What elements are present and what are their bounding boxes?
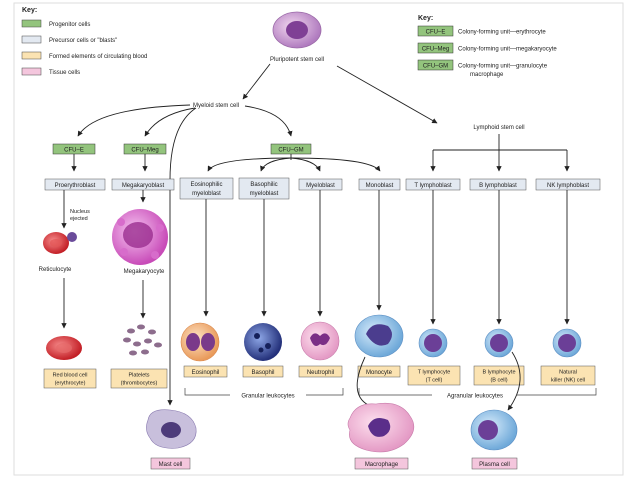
cfu-e-label: CFU–E — [64, 148, 84, 154]
neutrophil-icon — [300, 321, 340, 361]
neutrophil-label: Neutrophil — [307, 370, 334, 376]
cfu-gm-label: CFU–GM — [278, 148, 303, 154]
nk-cell-label-1: Natural — [559, 370, 577, 376]
t-lymphocyte-icon — [418, 328, 448, 358]
t-lymphocyte-label-2: (T cell) — [426, 378, 443, 384]
plasma-cell-label: Plasma cell — [479, 462, 510, 468]
blast-row: Proerythroblast Megakaryoblast Eosinophi… — [44, 177, 601, 200]
t-lymphoblast-label: T lymphoblast — [414, 183, 452, 189]
nk-cell-label-2: killer (NK) cell — [551, 378, 585, 384]
key-swatch-progenitor — [21, 19, 42, 28]
key-label-precursor: Precursor cells or "blasts" — [49, 38, 117, 44]
platelets-label-1: Platelets — [128, 373, 149, 379]
key-right-title: Key: — [418, 15, 433, 22]
key-desc-cfu-gm-2: macrophage — [470, 72, 504, 78]
pluripotent-label: Pluripotent stem cell — [270, 57, 324, 63]
key-abbr-cfu-e: CFU–E — [426, 30, 446, 36]
agranular-label: Agranular leukocytes — [447, 394, 503, 400]
b-lymphoblast-label: B lymphoblast — [479, 183, 517, 189]
eosinophil-label: Eosinophil — [192, 370, 220, 376]
myeloid-label: Myeloid stem cell — [193, 103, 239, 109]
key-abbr-cfu-meg: CFU–Meg — [422, 47, 449, 53]
lymphoid-label: Lymphoid stem cell — [473, 125, 524, 131]
eosinophilic-label-2: myeloblast — [192, 191, 221, 197]
key-left: Key: Progenitor cells Precursor cells or… — [21, 7, 147, 76]
basophil-label: Basophil — [251, 370, 274, 376]
key-swatch-precursor — [21, 35, 42, 44]
granular-bracket: Granular leukocytes — [184, 388, 344, 400]
key-left-title: Key: — [22, 7, 37, 14]
key-box-cfu-e — [417, 25, 454, 37]
platelets-label-2: (thrombocytes) — [121, 381, 158, 387]
arrow-myeloid-mast — [167, 107, 197, 406]
arrow-pluripotent-lymphoid — [336, 65, 438, 124]
key-box-cfu-gm — [417, 59, 454, 71]
plasma-cell-icon — [470, 409, 518, 451]
proerythroblast-label: Proerythroblast — [55, 183, 96, 189]
b-lymphocyte-label-2: (B cell) — [490, 378, 507, 384]
diagram-frame — [13, 2, 624, 476]
key-swatch-formed — [21, 51, 42, 60]
key-abbr-cfu-gm: CFU–GM — [423, 64, 448, 70]
basophilic-label-1: Basophilic — [250, 182, 277, 188]
mast-cell-icon — [146, 409, 197, 449]
macrophage-icon — [347, 402, 415, 453]
arrow-myeloid-cfu-gm — [244, 105, 293, 137]
b-lymphocyte-label-1: B lymphocyte — [482, 370, 515, 376]
platelets-icon — [123, 324, 162, 356]
rbc-label-2: (erythrocyte) — [55, 381, 86, 387]
megakaryoblast-label: Megakaryoblast — [122, 183, 165, 189]
red-blood-cell-icon — [46, 336, 82, 360]
monoblast-label: Monoblast — [366, 183, 394, 189]
nucleus-label-1: Nucleus — [70, 209, 90, 215]
megakaryocyte-label: Megakaryocyte — [124, 269, 165, 275]
key-desc-cfu-e: Colony-forming unit—erythrocyte — [458, 30, 546, 36]
key-box-cfu-meg — [417, 42, 454, 54]
key-right: Key: CFU–E Colony-forming unit—erythrocy… — [417, 15, 557, 78]
monocyte-label: Monocyte — [366, 370, 393, 376]
eosinophil-icon — [180, 322, 220, 362]
granular-label: Granular leukocytes — [241, 394, 294, 400]
nucleus-label-2: ejected — [70, 216, 88, 222]
arrow-pluripotent-myeloid — [242, 63, 271, 100]
basophilic-label-2: myeloblast — [250, 191, 279, 197]
key-swatch-tissue — [21, 67, 42, 76]
key-label-tissue: Tissue cells — [49, 70, 80, 76]
arrow-myeloid-cfu-e — [77, 104, 191, 137]
key-desc-cfu-meg: Colony-forming unit—megakaryocyte — [458, 47, 557, 53]
pluripotent-stem-cell-icon — [272, 11, 322, 49]
key-desc-cfu-gm: Colony-forming unit—granulocyte — [458, 64, 548, 70]
reticulocyte-label: Reticulocyte — [39, 267, 72, 273]
b-lymphocyte-icon — [484, 328, 514, 358]
reticulocyte-icon — [43, 232, 77, 254]
rbc-label-1: Red blood cell — [53, 373, 88, 379]
monocyte-icon — [354, 314, 404, 358]
eosinophilic-label-1: Eosinophilic — [190, 182, 222, 188]
myeloblast-label: Myeloblast — [306, 183, 335, 189]
key-label-progenitor: Progenitor cells — [49, 22, 90, 28]
nk-cell-icon — [552, 328, 582, 358]
nk-lymphoblast-label: NK lymphoblast — [547, 183, 589, 189]
arrow-myeloid-cfu-meg — [144, 107, 196, 137]
key-label-formed: Formed elements of circulating blood — [49, 54, 147, 60]
cfu-meg-label: CFU–Meg — [131, 148, 158, 154]
t-lymphocyte-label-1: T lymphocyte — [418, 370, 451, 376]
macrophage-label: Macrophage — [365, 462, 399, 468]
mast-cell-label: Mast cell — [159, 462, 183, 468]
megakaryocyte-icon — [112, 209, 168, 265]
basophil-icon — [244, 323, 282, 361]
